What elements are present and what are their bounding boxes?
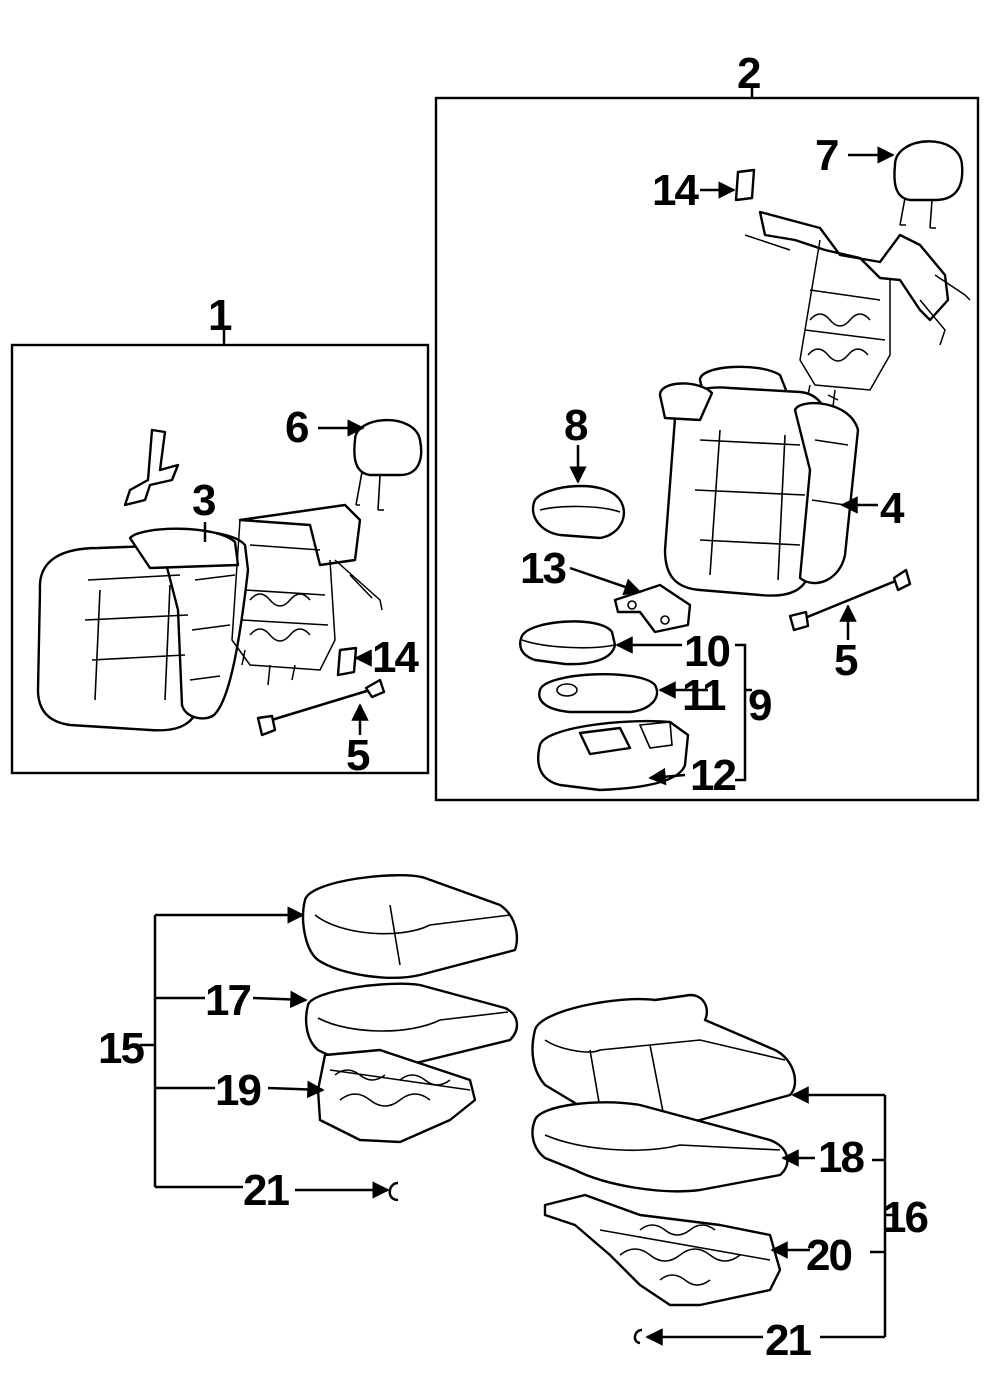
callout-20: 20 bbox=[806, 1231, 851, 1280]
seat-back-icon bbox=[36, 527, 250, 732]
callout-6: 6 bbox=[285, 403, 308, 452]
assembly-16-group: 16 18 20 21 bbox=[531, 993, 929, 1365]
callout-8: 8 bbox=[564, 401, 588, 450]
seat-frame-icon bbox=[744, 210, 971, 416]
callout-14-right: 14 bbox=[652, 166, 699, 215]
callout-5-right: 5 bbox=[834, 636, 858, 685]
clip-icon bbox=[388, 1181, 399, 1202]
callout-9: 9 bbox=[748, 681, 771, 730]
headrest-icon bbox=[893, 140, 964, 229]
callout-19: 19 bbox=[215, 1066, 260, 1115]
callout-5-left: 5 bbox=[346, 731, 370, 780]
callout-21-right: 21 bbox=[765, 1316, 811, 1365]
callout-4: 4 bbox=[880, 484, 905, 533]
callout-14-left: 14 bbox=[372, 633, 419, 682]
callout-13: 13 bbox=[520, 544, 565, 593]
clip-icon bbox=[734, 168, 756, 202]
armrest-base-icon bbox=[537, 719, 690, 792]
callout-1: 1 bbox=[208, 291, 232, 340]
callout-10: 10 bbox=[684, 627, 729, 676]
callout-12: 12 bbox=[690, 751, 735, 800]
assembly-2-box bbox=[434, 96, 980, 802]
callout-16: 16 bbox=[882, 1193, 927, 1242]
assembly-2-group: 2 7 14 4 bbox=[434, 49, 980, 802]
clip-icon bbox=[633, 1328, 643, 1345]
assembly-1-box bbox=[10, 343, 430, 775]
assembly-1-group: 1 3 6 bbox=[10, 291, 430, 780]
seat-back-icon bbox=[658, 365, 860, 597]
headrest-icon bbox=[353, 418, 423, 511]
armrest-hinge-icon bbox=[613, 583, 692, 634]
cushion-pad-icon bbox=[538, 672, 659, 714]
cushion-pad-icon bbox=[531, 1101, 789, 1193]
callout-18: 18 bbox=[818, 1133, 864, 1182]
seat-cushion-icon bbox=[531, 993, 797, 1126]
hinge-bracket-icon bbox=[123, 428, 180, 507]
cushion-pad-icon bbox=[304, 982, 519, 1067]
seat-cushion-icon bbox=[301, 874, 519, 979]
callout-3: 3 bbox=[192, 476, 215, 525]
callout-17: 17 bbox=[205, 976, 250, 1025]
release-cable-icon bbox=[256, 678, 386, 737]
cushion-pad-icon bbox=[519, 620, 617, 666]
assembly-15-group: 15 17 19 21 bbox=[98, 874, 519, 1215]
callout-7: 7 bbox=[815, 131, 838, 180]
callout-21-left: 21 bbox=[243, 1166, 289, 1215]
seat-frame-icon bbox=[231, 503, 383, 686]
release-cable-icon bbox=[788, 568, 912, 632]
cushion-frame-icon bbox=[316, 1048, 477, 1144]
clip-icon bbox=[336, 646, 358, 677]
callout-2: 2 bbox=[737, 49, 760, 98]
callout-11: 11 bbox=[682, 671, 726, 720]
armrest-icon bbox=[531, 484, 626, 540]
cushion-frame-icon bbox=[543, 1193, 782, 1307]
callout-15: 15 bbox=[98, 1024, 144, 1073]
